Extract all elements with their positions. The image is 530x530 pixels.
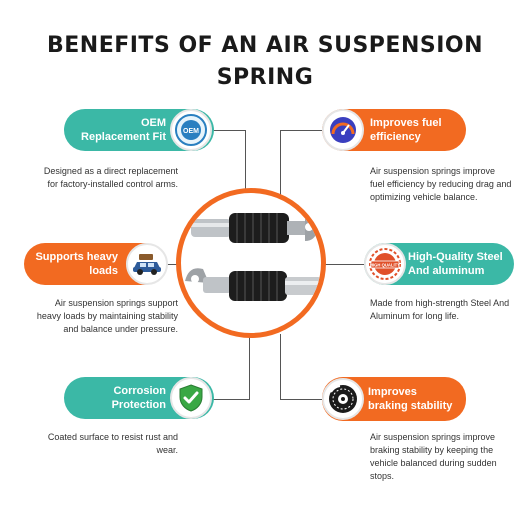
page-title: BENEFITS OF AN AIR SUSPENSION SPRING — [0, 30, 530, 94]
loaded-car-icon — [126, 243, 168, 285]
benefit-oem-description: Designed as a direct replacement for fac… — [43, 166, 178, 189]
connector-corrosion — [208, 334, 250, 400]
connector-loads — [160, 264, 180, 265]
benefit-steel-pill: HIGH QUALITY High-Quality Steel And alum… — [364, 243, 514, 285]
benefit-corrosion-pill: Corrosion Protection — [64, 377, 214, 419]
oem-badge-text: OEM — [183, 128, 199, 135]
high-quality-stamp-icon: HIGH QUALITY — [364, 243, 406, 285]
benefit-fuel-label: Improves fuel efficiency — [370, 117, 442, 143]
brake-disc-icon — [322, 378, 364, 420]
benefit-fuel-pill: Improves fuel efficiency — [322, 109, 466, 151]
benefit-oem-pill: OEM Replacement Fit OEM — [64, 109, 214, 151]
shield-check-icon — [170, 377, 212, 419]
benefit-braking-label: Improves braking stability — [368, 386, 453, 412]
benefit-braking-description: Air suspension springs improve braking s… — [370, 432, 497, 481]
air-spring-illustration — [185, 213, 321, 301]
connector-oem — [198, 130, 246, 206]
benefit-loads-description: Air suspension springs support heavy loa… — [36, 298, 178, 334]
title-line-1: BENEFITS OF AN AIR SUSPENSION — [46, 33, 484, 58]
benefit-loads-pill: Supports heavy loads — [24, 243, 168, 285]
fuel-gauge-icon — [322, 109, 364, 151]
benefit-steel-label: High-Quality Steel And aluminum — [408, 251, 503, 277]
air-spring-product-image — [176, 188, 326, 338]
benefit-oem-label: OEM Replacement Fit — [81, 117, 166, 143]
benefit-fuel-description: Air suspension springs improve fuel effi… — [370, 166, 512, 202]
connector-fuel — [280, 130, 324, 210]
oem-badge-icon: OEM — [170, 109, 212, 151]
benefit-steel-description: Made from high-strength Steel And Alumin… — [370, 298, 510, 321]
benefit-braking-pill: Improves braking stability — [322, 377, 466, 421]
title-line-2: SPRING — [216, 65, 314, 90]
benefit-corrosion-label: Corrosion Protection — [111, 385, 166, 411]
high-quality-stamp-text: HIGH QUALITY — [370, 263, 400, 268]
benefit-loads-label: Supports heavy loads — [35, 251, 118, 277]
connector-steel — [322, 264, 366, 265]
benefit-corrosion-description: Coated surface to resist rust and wear. — [47, 432, 178, 455]
connector-braking — [280, 334, 324, 400]
